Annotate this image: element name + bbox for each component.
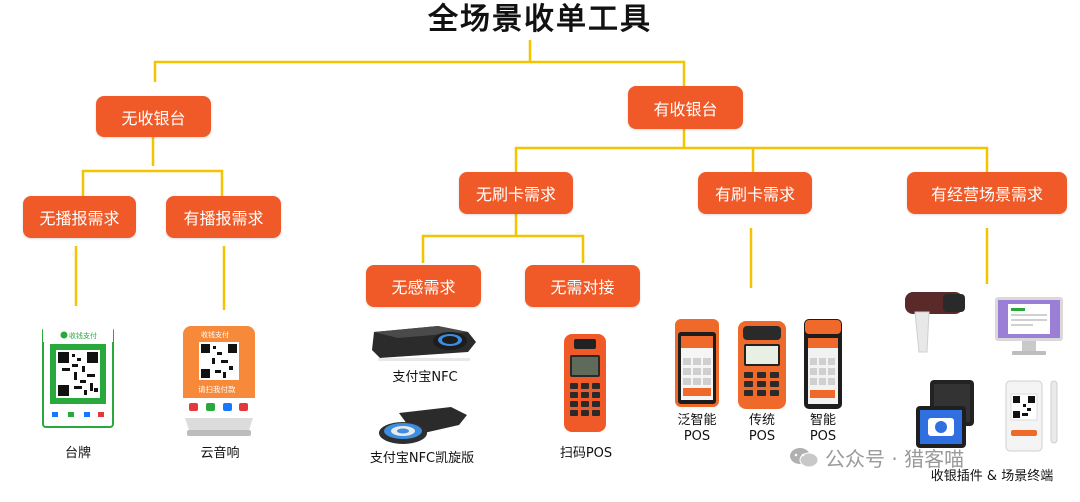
caption-cloud-speaker: 云音响 xyxy=(200,446,240,461)
node-no-integration: 无需对接 xyxy=(525,265,640,307)
svg-text:请扫我付款: 请扫我付款 xyxy=(198,384,236,394)
caption-smart-pos-text: 智能 POS xyxy=(809,413,837,444)
smart-pos-image xyxy=(803,318,843,410)
caption-traditional-pos: 传统 POS xyxy=(734,413,790,445)
connector-root xyxy=(153,40,686,86)
stand-sign-image: 收钱支付 xyxy=(42,327,114,428)
node-no-broadcast: 无播报需求 xyxy=(23,196,136,238)
node-no-cashier: 无收银台 xyxy=(96,96,211,137)
svg-text:收钱支付: 收钱支付 xyxy=(201,330,229,339)
connector-no-cashier xyxy=(81,137,224,196)
watermark-text: 公众号 · 猎客喵 xyxy=(825,447,965,471)
caption-plugin-terminal: 收银插件 & 场景终端 xyxy=(930,469,1054,484)
node-no-sense: 无感需求 xyxy=(366,265,481,307)
pan-smart-pos-image xyxy=(674,318,720,408)
caption-pan-smart-pos-text: 泛智能 POS xyxy=(677,413,717,444)
svg-text:收钱支付: 收钱支付 xyxy=(69,331,97,340)
node-has-broadcast: 有播报需求 xyxy=(166,196,281,238)
phone-terminal-image xyxy=(1005,380,1059,452)
barcode-scanner-image xyxy=(903,290,969,356)
traditional-pos-image xyxy=(737,320,787,410)
caption-alipay-nfc: 支付宝NFC xyxy=(392,370,458,385)
wechat-icon xyxy=(789,447,819,469)
page-title: 全场景收单工具 xyxy=(428,2,652,37)
node-has-cashier: 有收银台 xyxy=(628,86,743,129)
caption-pan-smart-pos: 泛智能 POS xyxy=(668,413,726,445)
caption-traditional-pos-text: 传统 POS xyxy=(748,413,776,444)
caption-smart-pos: 智能 POS xyxy=(795,413,851,445)
alipay-nfc-kaixuan-image xyxy=(375,405,469,447)
connector-has-cashier xyxy=(514,129,989,172)
caption-scan-pos: 扫码POS xyxy=(559,446,613,461)
scan-pos-image xyxy=(563,333,607,433)
tablet-terminal-image xyxy=(914,378,976,452)
alipay-nfc-image xyxy=(368,322,478,366)
connector-no-card xyxy=(421,214,585,263)
monitor-image xyxy=(994,296,1064,358)
cloud-speaker-image: 收钱支付 请扫我付款 xyxy=(179,326,259,438)
caption-alipay-nfc-kaixuan: 支付宝NFC凯旋版 xyxy=(369,451,475,466)
node-biz-scene: 有经营场景需求 xyxy=(907,172,1067,214)
watermark: 公众号 · 猎客喵 xyxy=(789,443,964,472)
node-no-card: 无刷卡需求 xyxy=(459,172,573,214)
caption-stand-sign: 台牌 xyxy=(64,446,91,461)
node-has-card: 有刷卡需求 xyxy=(698,172,812,214)
